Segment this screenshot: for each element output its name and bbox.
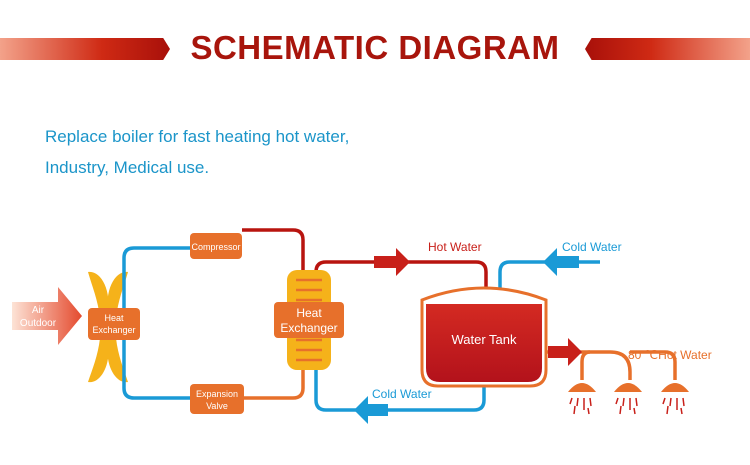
banner-left-arrow	[0, 38, 170, 60]
cold-pipe-left-top	[122, 246, 190, 310]
cold-water-bottom-arrow	[354, 396, 388, 424]
center-heat-exchanger-label-line1: Heat	[296, 306, 322, 320]
hot-pipe-output-branch-right	[630, 350, 677, 380]
water-tank-label: Water Tank	[451, 332, 517, 347]
schematic-diagram: Air Outdoor Heat Exchanger Compressor Ex…	[12, 228, 712, 424]
left-heat-exchanger	[88, 308, 140, 340]
cold-water-bottom-label: Cold Water	[372, 387, 432, 401]
air-outdoor-label-line1: Air	[32, 305, 45, 316]
hot-pipe-compressor	[242, 228, 305, 285]
left-heat-exchanger-label-line1: Heat	[104, 313, 124, 323]
hot-water-output-arrow	[548, 338, 582, 366]
water-tank	[420, 286, 548, 388]
cold-pipe-inlet	[498, 260, 600, 300]
cold-water-top-label: Cold Water	[562, 240, 622, 254]
hot-pipe-output-branch-left	[580, 350, 591, 380]
cold-pipe-return	[314, 352, 486, 412]
shower-head-icon	[568, 383, 596, 415]
compressor-box	[190, 233, 242, 259]
shower-head-icon	[661, 383, 689, 415]
compressor-label: Compressor	[191, 242, 240, 252]
expansion-valve-box	[190, 384, 244, 414]
page-title: SCHEMATIC DIAGRAM	[190, 29, 560, 66]
expansion-valve-label-line1: Expansion	[196, 389, 238, 399]
banner-right-arrow	[585, 38, 750, 60]
center-heat-exchanger-label-line2: Exchanger	[280, 321, 337, 335]
left-heat-exchanger-label-line2: Exchanger	[92, 325, 135, 335]
cold-water-top-arrow	[543, 248, 579, 276]
warm-pipe-expansion	[244, 352, 305, 400]
cold-pipe-left-bottom	[122, 338, 190, 400]
expansion-valve-label-line2: Valve	[206, 401, 228, 411]
description-line-1: Replace boiler for fast heating hot wate…	[45, 127, 350, 146]
center-heat-exchanger	[274, 270, 344, 370]
hot-water-80-label: 80 ℃Hot Water	[628, 348, 712, 362]
description-line-2: Industry, Medical use.	[45, 158, 210, 177]
air-outdoor-label-line2: Outdoor	[20, 318, 57, 329]
hot-water-label: Hot Water	[428, 240, 482, 254]
shower-head-icon	[614, 383, 642, 415]
air-outdoor-arrow	[12, 287, 82, 345]
hot-water-arrow	[374, 248, 410, 276]
banner: SCHEMATIC DIAGRAM	[0, 0, 750, 90]
hot-pipe-output	[545, 350, 632, 380]
